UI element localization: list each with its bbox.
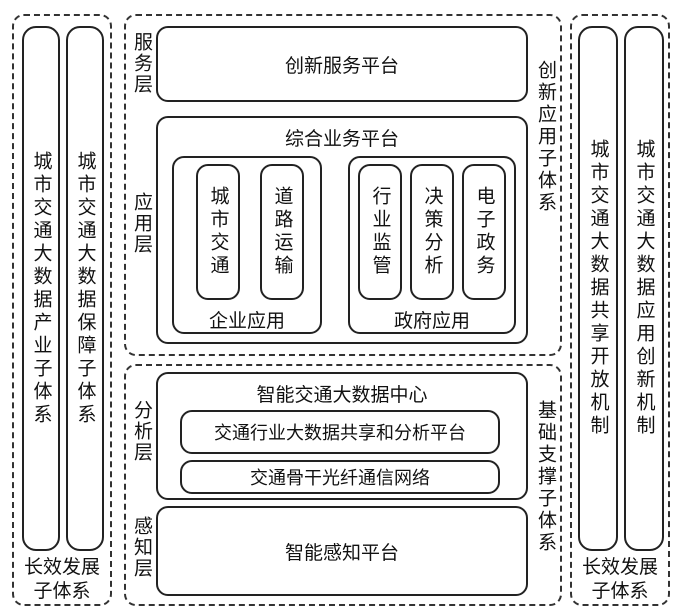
decision-analysis-label: 决策分析 [421,186,444,278]
innovation-service-platform: 创新服务平台 [156,26,528,102]
road-transport-label: 道路运输 [271,186,294,278]
left-caption: 长效发展 子体系 [23,556,100,602]
business-platform: 综合业务平台 城市交通 道路运输 企业应用 行业监管 决策分析 电子政务 政府应… [156,116,528,344]
e-government-label: 电子政务 [473,186,496,278]
government-application-group: 行业监管 决策分析 电子政务 政府应用 [348,156,516,334]
guarantee-subsystem-box: 城市交通大数据保障子体系 [66,26,104,551]
left-subsystem-panel: 城市交通大数据产业子体系 城市交通大数据保障子体系 长效发展 子体系 [12,14,112,606]
service-layer-label: 服务层 [131,32,153,95]
urban-transport-label: 城市交通 [207,186,230,278]
innovation-subsystem-label: 创新应用子体系 [535,60,557,214]
industry-supervision-label: 行业监管 [369,186,392,278]
enterprise-application-group: 城市交通 道路运输 企业应用 [172,156,322,334]
e-government-box: 电子政务 [462,164,506,300]
sharing-mechanism-box: 城市交通大数据共享开放机制 [578,26,618,551]
perception-layer-label: 感知层 [131,516,153,579]
industry-subsystem-label: 城市交通大数据产业子体系 [30,150,53,427]
innovation-application-panel: 服务层 应用层 创新应用子体系 创新服务平台 综合业务平台 城市交通 道路运输 … [124,14,562,356]
decision-analysis-box: 决策分析 [410,164,454,300]
big-data-center-title: 智能交通大数据中心 [256,384,428,406]
guarantee-subsystem-label: 城市交通大数据保障子体系 [74,150,97,427]
smart-perception-platform: 智能感知平台 [156,506,528,596]
infrastructure-support-panel: 分析层 感知层 基础支撑子体系 智能交通大数据中心 交通行业大数据共享和分析平台… [124,364,562,606]
big-data-center: 智能交通大数据中心 交通行业大数据共享和分析平台 交通骨干光纤通信网络 [156,372,528,500]
smart-perception-platform-label: 智能感知平台 [284,541,399,564]
industry-subsystem-box: 城市交通大数据产业子体系 [22,26,60,551]
right-subsystem-panel: 城市交通大数据共享开放机制 城市交通大数据应用创新机制 长效发展 子体系 [570,14,670,606]
innovation-mechanism-box: 城市交通大数据应用创新机制 [624,26,664,551]
road-transport-box: 道路运输 [260,164,304,300]
sharing-analysis-platform: 交通行业大数据共享和分析平台 [180,410,500,454]
application-layer-label: 应用层 [131,192,153,255]
government-application-title: 政府应用 [393,310,470,332]
right-caption: 长效发展 子体系 [581,556,658,602]
industry-supervision-box: 行业监管 [358,164,402,300]
analysis-layer-label: 分析层 [131,400,153,463]
sharing-mechanism-label: 城市交通大数据共享开放机制 [587,139,610,438]
business-platform-title: 综合业务平台 [284,128,399,150]
sharing-analysis-platform-label: 交通行业大数据共享和分析平台 [214,423,466,444]
urban-transport-box: 城市交通 [196,164,240,300]
innovation-mechanism-label: 城市交通大数据应用创新机制 [633,139,656,438]
fiber-network-label: 交通骨干光纤通信网络 [250,468,430,489]
fiber-network: 交通骨干光纤通信网络 [180,460,500,494]
infrastructure-subsystem-label: 基础支撑子体系 [535,400,557,554]
innovation-service-platform-label: 创新服务平台 [284,54,399,77]
enterprise-application-title: 企业应用 [208,310,285,332]
